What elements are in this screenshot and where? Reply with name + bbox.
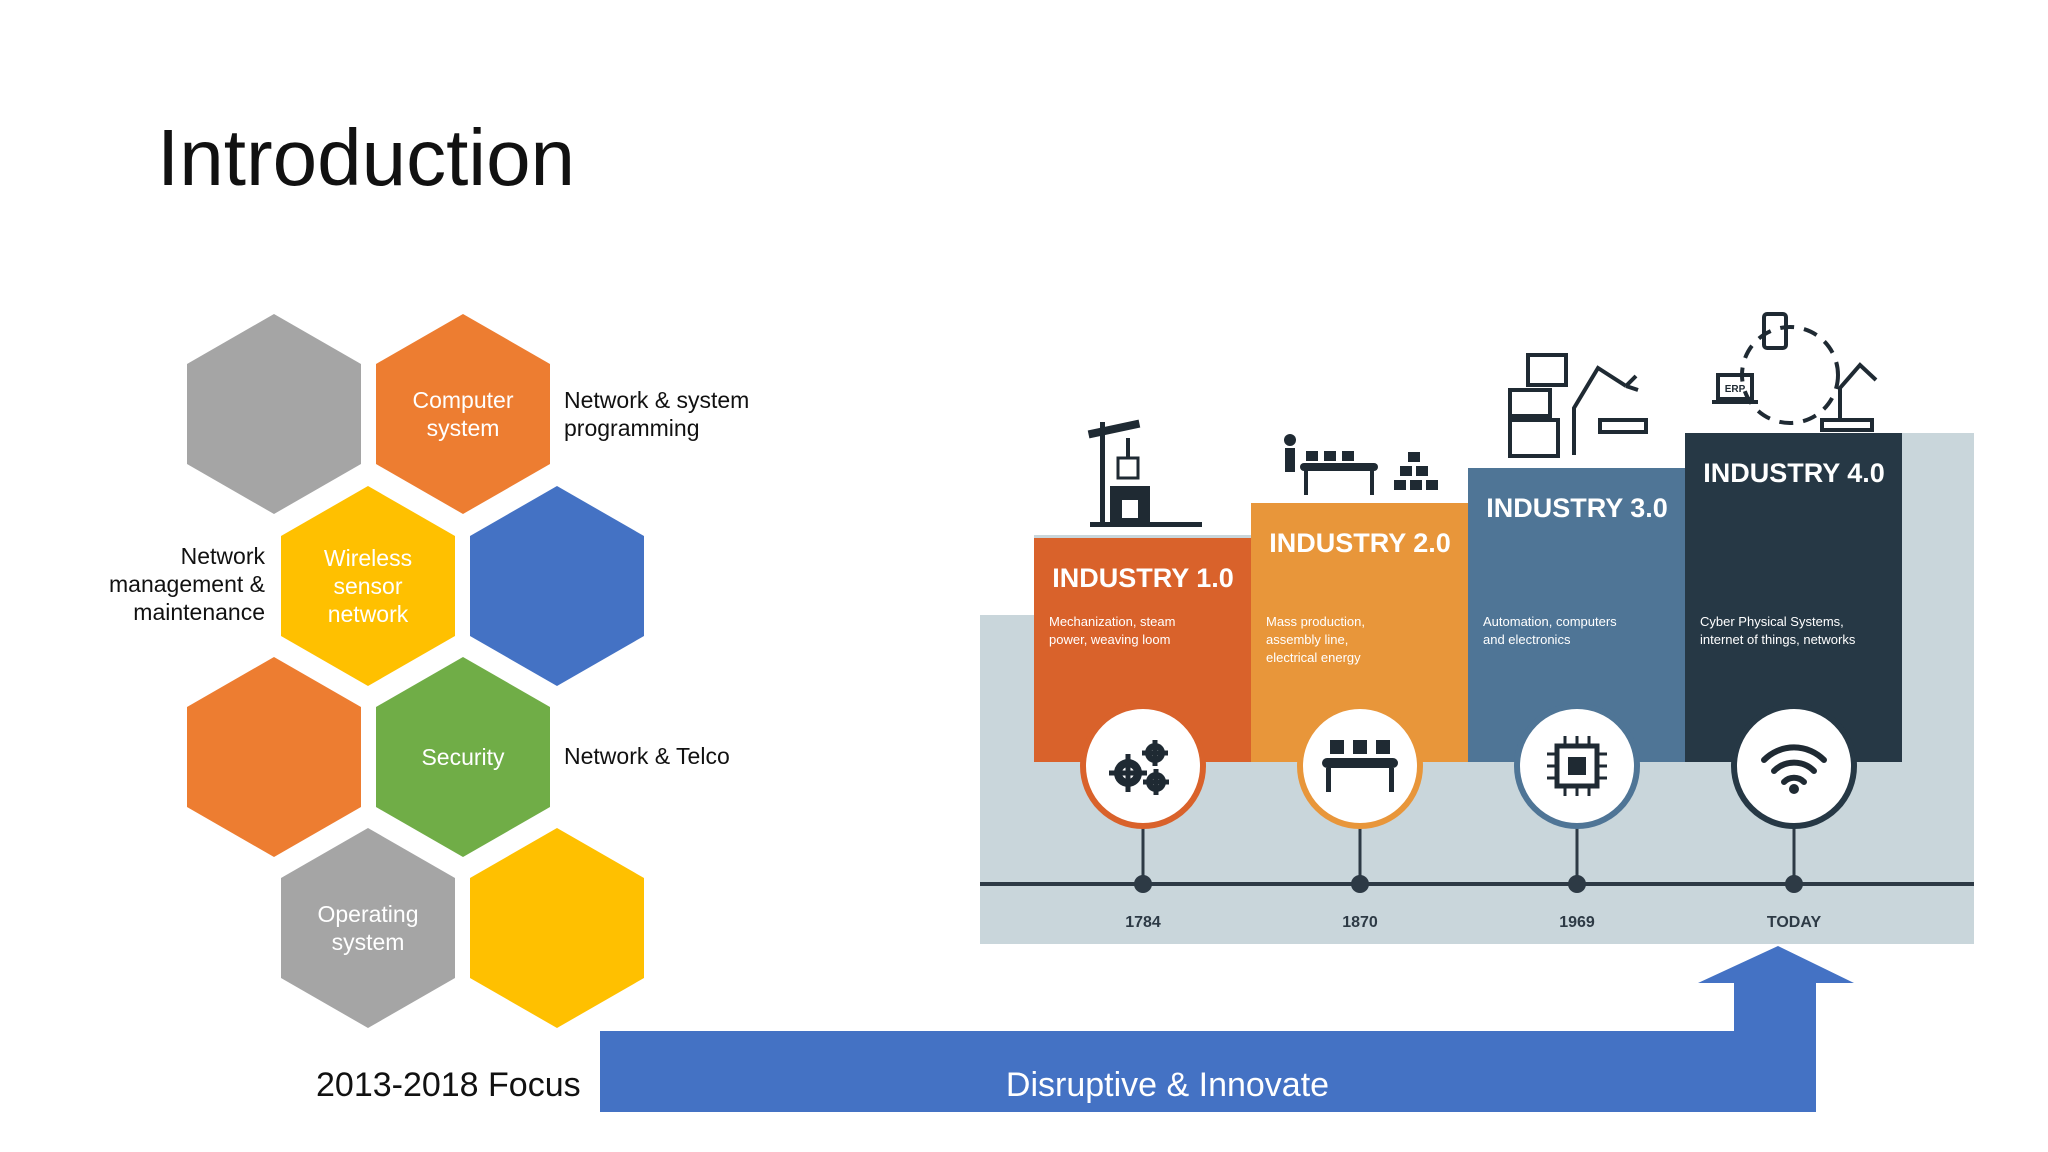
year-today: TODAY [1767,914,1822,931]
iot-network-icon [1712,312,1878,432]
industry-4-description: Cyber Physical Systems,internet of thing… [1700,614,1856,647]
industry-2-title: INDUSTRY 2.0 [1269,528,1451,558]
industry-timeline-infographic: ERP INDUSTRY 1.0 INDUSTRY 2.0 INDUSTRY 3… [980,312,1974,944]
hexagon-label-operating-system: Operating system [317,901,419,955]
hexagon-blue [470,486,644,686]
hexagon-gray-top [187,314,361,514]
timeline-dot-today [1785,875,1803,893]
conveyor-icon [1322,740,1398,792]
hexagon-wireless-sensor-network: Wireless sensor network [281,486,455,686]
disruptive-arrow [600,946,1854,1112]
hexagon-orange-lower [187,657,361,857]
hexagon-label-security: Security [421,744,505,770]
arrow-label: Disruptive & Innovate [1005,1066,1330,1104]
industry-1-title: INDUSTRY 1.0 [1052,563,1234,593]
assembly-line-icon [1284,434,1438,495]
hexagon-computer-system: Computer system [376,314,550,514]
timeline-dot-1784 [1134,875,1152,893]
chip-icon [1547,736,1607,796]
oil-derrick-icon [1087,419,1202,527]
gears-icon [1109,740,1169,795]
year-1870: 1870 [1342,914,1378,931]
focus-period-label: 2013-2018 Focus [316,1066,581,1104]
timeline-dot-1870 [1351,875,1369,893]
robot-arm-computer-icon [1508,353,1648,458]
year-1784: 1784 [1125,914,1161,931]
industry-2-description: Mass production,assembly line,electrical… [1266,614,1365,665]
wifi-icon [1761,744,1827,785]
erp-label: ERP [1725,384,1746,395]
hexagon-label-computer-system: Computer system [412,387,514,441]
hexagon-operating-system: Operating system [281,828,455,1028]
industry-3-title: INDUSTRY 3.0 [1486,493,1668,523]
page-title: Introduction [157,113,576,202]
label-network-system-programming: Network & system programming [564,387,750,441]
hexagon-security: Security [376,657,550,857]
label-network-management: Network management & maintenance [109,543,265,625]
hexagon-label-wireless-sensor-network: Wireless sensor network [323,545,413,627]
label-network-telco: Network & Telco [564,743,730,769]
year-1969: 1969 [1559,914,1595,931]
industry-4-title: INDUSTRY 4.0 [1703,458,1885,488]
timeline-dot-1969 [1568,875,1586,893]
